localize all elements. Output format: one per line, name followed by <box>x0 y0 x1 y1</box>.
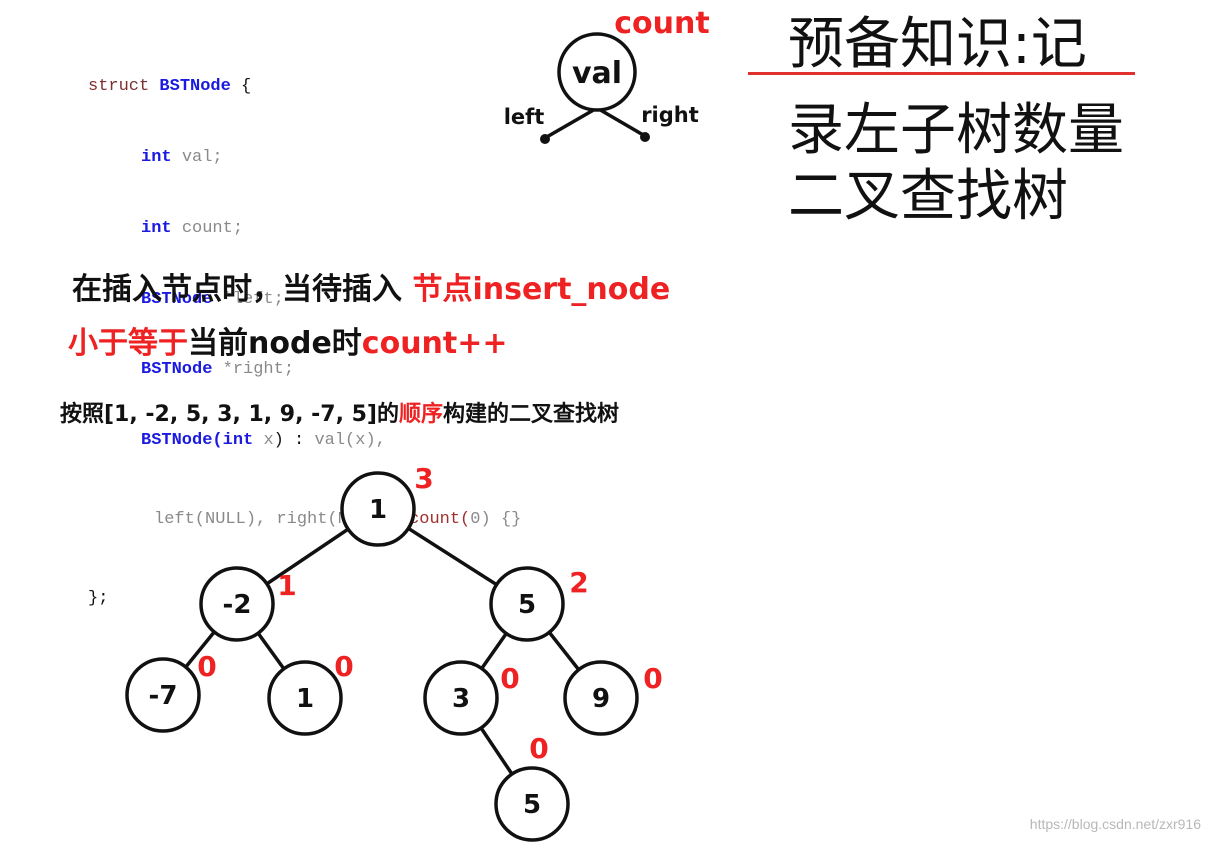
sequence-caption: 按照[1, -2, 5, 3, 1, 9, -7, 5]的顺序构建的二叉查找树 <box>60 402 619 427</box>
title-line-3: 二叉查找树 <box>788 164 1068 229</box>
tree-node-circle <box>489 566 565 642</box>
tree-node-value: 1 <box>296 684 314 714</box>
code-line: int val; <box>141 147 223 167</box>
tree-node-count: 2 <box>569 566 588 599</box>
tree-node-value: 3 <box>452 684 470 714</box>
tree-node-circle <box>423 660 499 736</box>
tree-node-value: 1 <box>369 495 387 525</box>
code-line: int count; <box>141 218 244 238</box>
node-right-label: right <box>641 103 699 127</box>
node-count-label: count <box>614 6 709 41</box>
tree-node-count: 0 <box>500 662 519 695</box>
tree-node-circle <box>199 566 275 642</box>
title-line-1: 预备知识:记 <box>788 12 1087 77</box>
left-pointer-dot <box>540 134 550 144</box>
tree-node-count: 0 <box>643 662 662 695</box>
code-line: }; <box>88 588 109 608</box>
tree-node-circle <box>340 471 416 547</box>
node-circle <box>557 32 637 112</box>
tree-node-value: -7 <box>149 681 178 711</box>
statement-line-2: 小于等于当前node时count++ <box>68 326 508 361</box>
tree-node-count: 0 <box>197 650 216 683</box>
tree-node-value: -2 <box>223 590 252 620</box>
title-underline <box>748 72 1135 75</box>
title-line-2: 录左子树数量 <box>788 98 1124 163</box>
node-left-label: left <box>504 105 545 129</box>
tree-node-count: 1 <box>277 569 296 602</box>
left-pointer-line <box>544 106 598 140</box>
tree-node-circle <box>125 657 201 733</box>
code-line: BSTNode(int x) : val(x), <box>141 431 386 451</box>
watermark: https://blog.csdn.net/zxr916 <box>1029 816 1201 832</box>
tree-node-count: 3 <box>414 462 433 495</box>
code-line: BSTNode *right; <box>141 360 295 380</box>
tree-node-circle <box>494 766 570 842</box>
tree-node-circle <box>563 660 639 736</box>
code-line: struct BSTNode { <box>88 77 252 97</box>
tree-node-value: 9 <box>592 684 610 714</box>
tree-node-value: 5 <box>518 590 536 620</box>
tree-node-circle <box>267 660 343 736</box>
tree-node-count: 0 <box>334 650 353 683</box>
node-structure-diagram: val count left right <box>504 6 710 144</box>
tree-node-count: 0 <box>529 732 548 765</box>
right-pointer-dot <box>640 132 650 142</box>
node-val-label: val <box>572 56 622 91</box>
code-line: BSTNode *left; <box>141 289 284 309</box>
right-pointer-line <box>596 106 646 138</box>
statement-line-1: 在插入节点时，当待插入 节点insert_node <box>72 272 671 307</box>
tree-node-value: 5 <box>523 790 541 820</box>
